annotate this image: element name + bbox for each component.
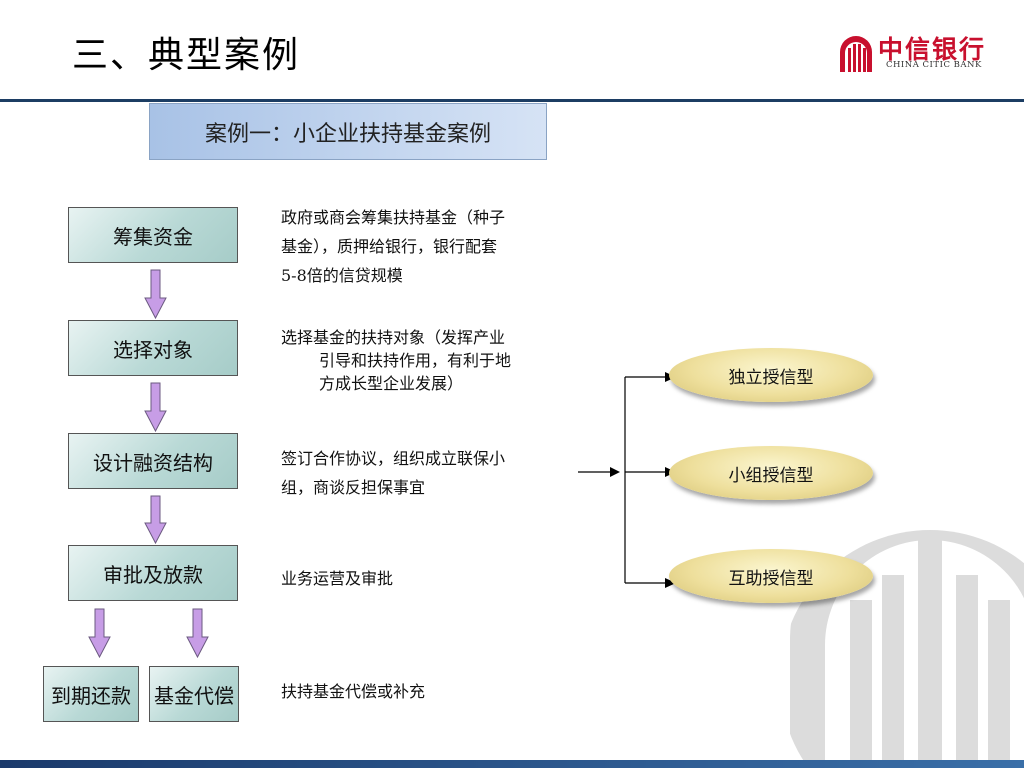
desc-approve-disburse: 业务运营及审批 <box>281 569 394 588</box>
arrowhead <box>610 467 620 477</box>
credit-type-independent: 独立授信型 <box>669 348 873 402</box>
citic-emblem-icon <box>840 36 872 72</box>
case-title: 案例一：小企业扶持基金案例 <box>149 103 547 160</box>
page-title: 三、典型案例 <box>72 35 301 76</box>
credit-type-mutual: 互助授信型 <box>669 549 873 603</box>
down-arrow <box>144 382 167 433</box>
step-approve-disburse: 审批及放款 <box>68 545 238 601</box>
credit-type-group: 小组授信型 <box>669 446 873 500</box>
step-fund-compensation: 基金代偿 <box>149 666 239 722</box>
step-raise-funds: 筹集资金 <box>68 207 238 263</box>
desc-raise-funds: 政府或商会筹集扶持基金（种子 基金），质押给银行，银行配套 5-8倍的信贷规模 <box>281 208 506 285</box>
step-repay-at-maturity: 到期还款 <box>43 666 139 722</box>
down-arrow <box>88 608 111 659</box>
footer-bar <box>0 760 1024 768</box>
citic-logo: 中信银行 CHINA CITIC BANK <box>838 30 998 74</box>
down-arrow <box>144 269 167 320</box>
logo-english-name: CHINA CITIC BANK <box>886 60 982 70</box>
desc-select-target: 选择基金的扶持对象（发挥产业 引导和扶持作用，有利于地 方成长型企业发展） <box>281 328 512 393</box>
arrowhead <box>665 578 676 588</box>
down-arrow <box>186 608 209 659</box>
step-select-target: 选择对象 <box>68 320 238 376</box>
down-arrow <box>144 495 167 545</box>
desc-design-structure: 签订合作协议，组织成立联保小 组，商谈反担保事宜 <box>281 449 506 497</box>
step-design-structure: 设计融资结构 <box>68 433 238 489</box>
header-divider <box>0 99 1024 102</box>
desc-fund-compensation: 扶持基金代偿或补充 <box>281 682 426 701</box>
logo-chinese-name: 中信银行 <box>878 35 987 64</box>
